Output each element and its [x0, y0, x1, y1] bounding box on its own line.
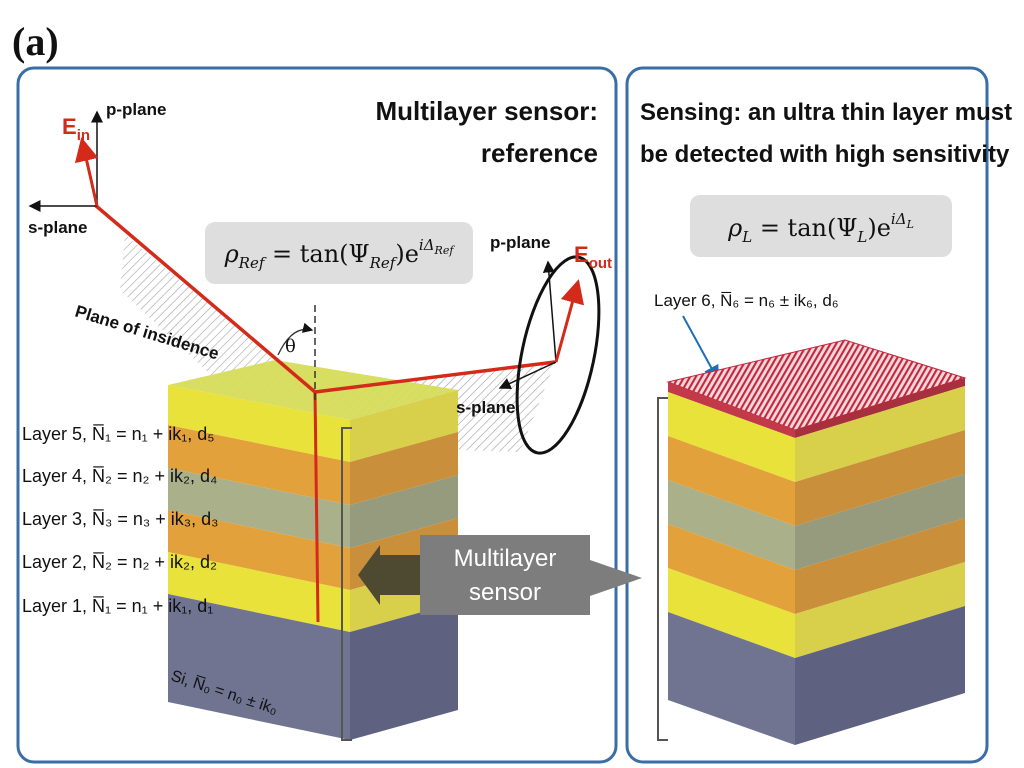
- s-plane-in-label: s-plane: [28, 218, 88, 237]
- layer-2-label: Layer 2, N̅₂ = n₂ + ik₂, d₂: [22, 552, 217, 572]
- plane-of-incidence-hatch-lower: [120, 235, 315, 402]
- sensor-arrow-right: [420, 535, 642, 615]
- layer-5-label: Layer 5, N̅₁ = n₁ + ik₁, d₅: [22, 424, 215, 444]
- e-out-label: Eout: [574, 242, 612, 272]
- left-title-line1: Multilayer sensor:: [375, 96, 598, 126]
- right-panel-frame: [625, 66, 989, 764]
- layer-6-pointer: [682, 315, 719, 382]
- right-title-line1: Sensing: an ultra thin layer must: [640, 99, 1012, 126]
- p-plane-axis-out: [542, 260, 557, 363]
- incident-beam: [93, 203, 317, 394]
- left-title-line2: reference: [481, 138, 598, 168]
- s-plane-out-label: s-plane: [456, 398, 516, 417]
- right-title-line2: be detected with high sensitivity: [640, 141, 1010, 168]
- e-in-label: Ein: [62, 114, 90, 144]
- sensor-arrow-label-line2: sensor: [469, 579, 541, 606]
- right-formula-box: [690, 195, 952, 257]
- panel-label: (a): [12, 19, 59, 64]
- left-formula-box: [205, 222, 473, 284]
- left-stack-bracket: [341, 427, 352, 741]
- layer-6-label: Layer 6, N̅₆ = n₆ ± ik₆, d₆: [654, 291, 839, 310]
- layer-4-label: Layer 4, N̅₂ = n₂ + ik₂, d₄: [22, 466, 217, 486]
- s-plane-axis-out: [498, 361, 557, 390]
- layer-3-label: Layer 3, N̅₃ = n₃ + ik₃, d₃: [22, 509, 218, 529]
- right-multilayer-stack: [666, 339, 967, 745]
- theta-label: θ: [285, 336, 296, 357]
- p-plane-out-label: p-plane: [490, 233, 550, 252]
- reflected-beam: [314, 360, 556, 394]
- left-panel-frame: [16, 66, 618, 764]
- sensor-arrow-left: [358, 545, 420, 605]
- p-plane-in-label: p-plane: [106, 100, 166, 119]
- theta-arc: [277, 322, 314, 356]
- left-multilayer-stack: [168, 360, 458, 740]
- polarization-ellipse: [515, 255, 601, 455]
- refracted-beam: [313, 391, 320, 623]
- right-stack-bracket: [657, 397, 668, 741]
- right-formula: ρL = tan(ΨL)eiΔL: [727, 210, 914, 246]
- layer-1-label: Layer 1, N̅₁ = n₁ + ik₁, d₁: [22, 596, 213, 616]
- sensor-arrow-label-line1: Multilayer: [454, 545, 557, 572]
- e-in-vector: [74, 137, 99, 207]
- left-formula: ρRef = tan(ΨRef)eiΔRef: [224, 236, 456, 272]
- e-out-vector: [554, 279, 585, 363]
